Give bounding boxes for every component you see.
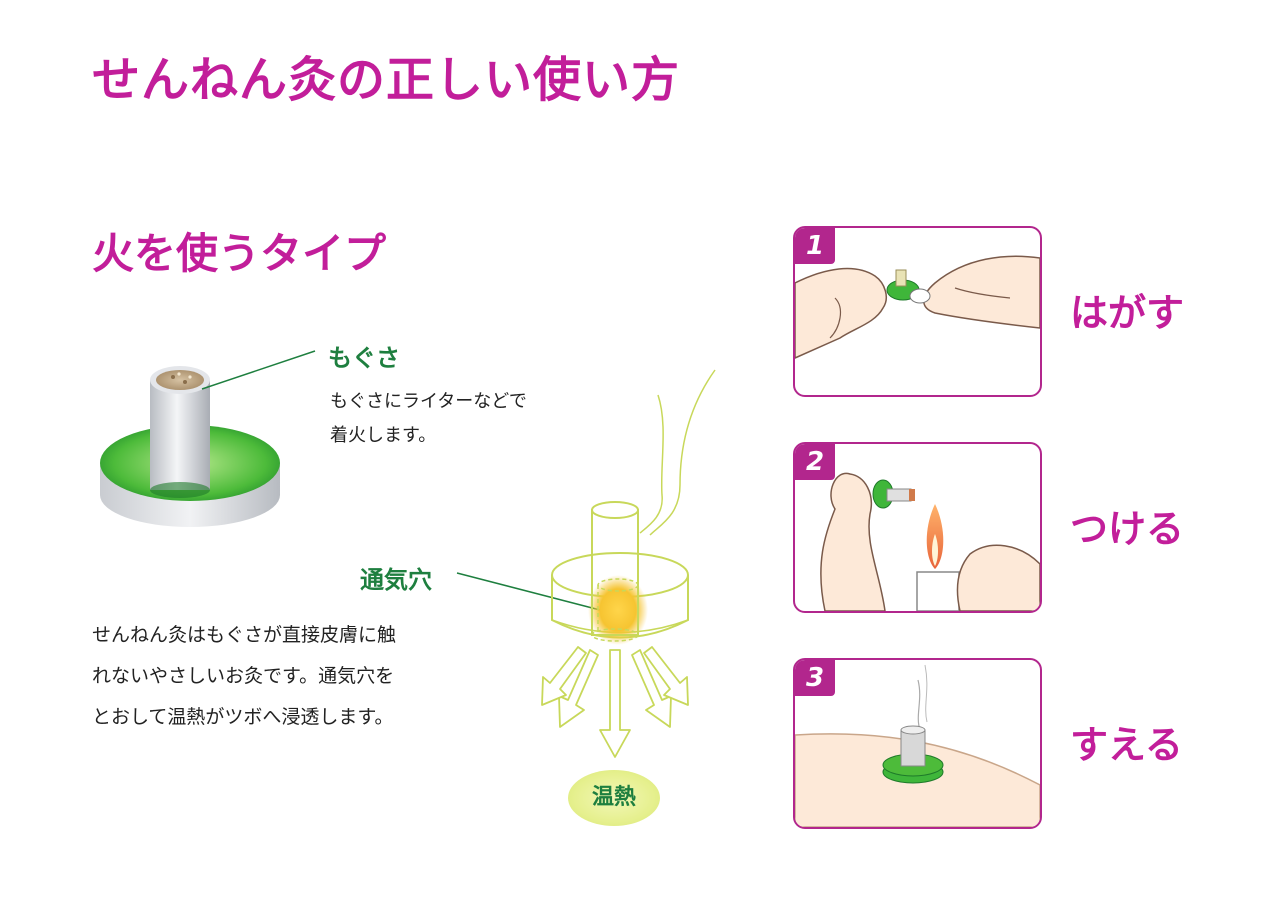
step-3-panel: 3 — [793, 658, 1042, 829]
mogusa-desc-line2: 着火します。 — [330, 425, 437, 446]
peeling-hands-illustration — [795, 255, 1040, 359]
step-1-number: 1 — [795, 228, 835, 264]
lighting-illustration — [820, 472, 1040, 611]
moxa-product-illustration — [100, 366, 280, 527]
vent-leader-line — [456, 572, 601, 611]
mogusa-label: もぐさ — [328, 344, 400, 372]
step-3-label: すえる — [1070, 723, 1183, 767]
step-2-number: 2 — [795, 444, 835, 480]
description-line1: せんねん灸はもぐさが直接皮膚に触 — [92, 624, 397, 646]
step-2-panel: 2 — [793, 442, 1042, 613]
heat-flow-diagram — [541, 369, 716, 758]
mogusa-leader-line — [201, 350, 316, 390]
step-1-label: はがす — [1070, 291, 1185, 335]
step-2-label: つける — [1070, 507, 1185, 551]
page-title: せんねん灸の正しい使い方 — [92, 52, 681, 108]
vent-label: 通気穴 — [360, 566, 432, 594]
mogusa-desc-line1: もぐさにライターなどで — [330, 391, 527, 412]
section-subtitle: 火を使うタイプ — [92, 229, 387, 278]
heat-badge: 温熱 — [568, 770, 660, 826]
description-line2: れないやさしいお灸です。通気穴を — [92, 665, 395, 687]
placing-on-skin-illustration — [795, 664, 1040, 827]
step-1-panel: 1 — [793, 226, 1042, 397]
description-line3: とおして温熱がツボへ浸透します。 — [92, 706, 394, 728]
step-3-number: 3 — [795, 660, 835, 696]
